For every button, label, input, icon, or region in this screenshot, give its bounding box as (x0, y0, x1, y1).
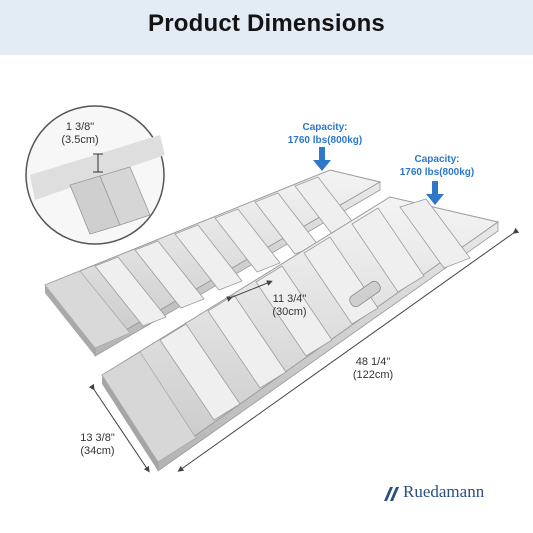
brand-name: Ruedamann (403, 482, 485, 501)
capacity-arrow-front (426, 181, 444, 205)
rung-spacing-label: 11 3/4" (30cm) (272, 293, 307, 318)
detail-inset (25, 105, 165, 245)
dimension-lines (88, 227, 520, 473)
length-label: 48 1/4" (122cm) (352, 356, 394, 381)
capacity-arrow-back (313, 147, 331, 171)
capacity-front: Capacity: 1760 lbs(800kg) (399, 154, 475, 178)
capacity-back: Capacity: 1760 lbs(800kg) (287, 122, 363, 146)
page-title: Product Dimensions (148, 10, 385, 37)
width-label: 13 3/8" (34cm) (80, 432, 115, 457)
header-banner: Product Dimensions (0, 0, 533, 55)
slash-logo-icon (384, 487, 399, 501)
detail-label: 1 3/8" (3.5cm) (61, 121, 99, 146)
